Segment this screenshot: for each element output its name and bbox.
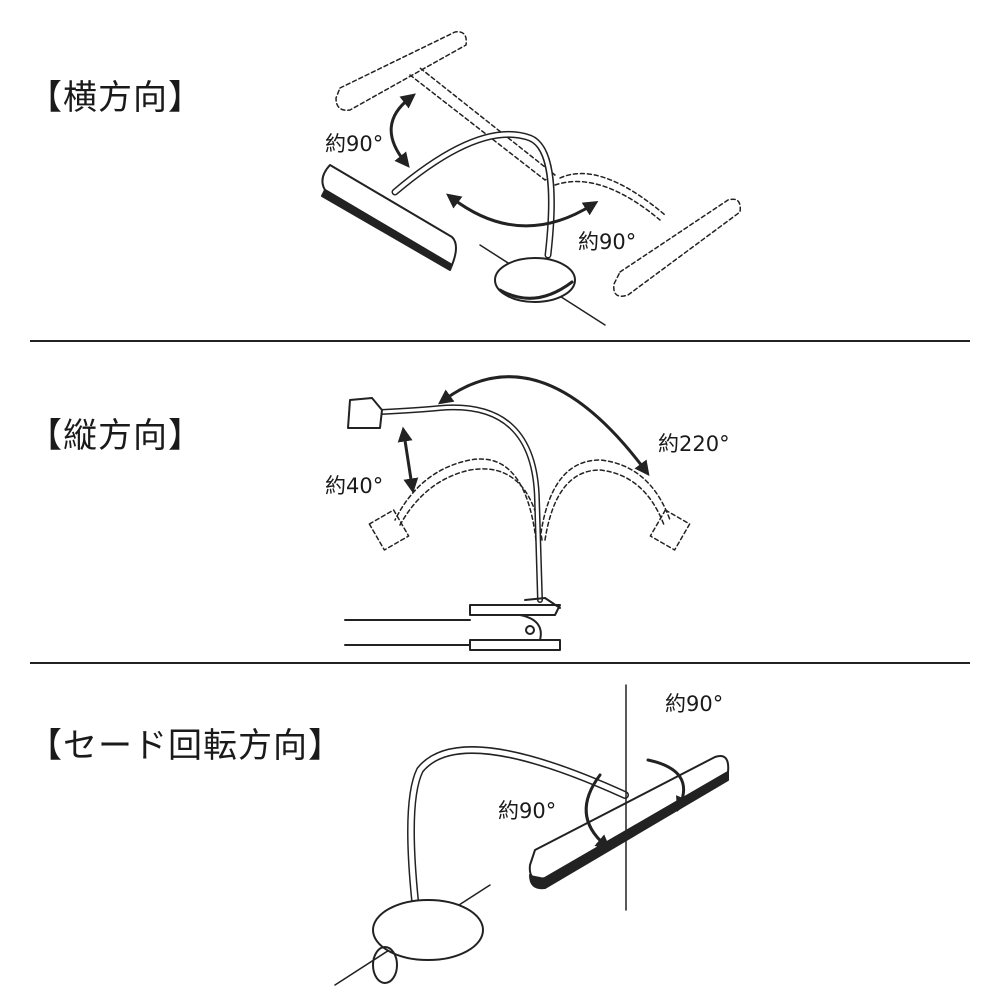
vertical-rotation-illustration xyxy=(344,375,691,651)
angle-label: 約220° xyxy=(658,432,730,456)
section-divider xyxy=(30,340,970,342)
section-title-shade-rotation: 【セード回転方向】 xyxy=(28,726,343,766)
angle-label: 約40° xyxy=(325,474,384,498)
angle-label: 約90° xyxy=(325,132,384,156)
angle-label: 約90° xyxy=(498,799,557,823)
angle-label: 約90° xyxy=(578,230,637,254)
section-divider xyxy=(30,662,970,664)
section-title-horizontal: 【横方向】 xyxy=(28,78,203,118)
section-title-vertical: 【縦方向】 xyxy=(28,416,203,456)
angle-label: 約90° xyxy=(665,692,724,716)
horizontal-rotation-illustration xyxy=(321,31,741,326)
shade-rotation-illustration xyxy=(334,684,730,986)
